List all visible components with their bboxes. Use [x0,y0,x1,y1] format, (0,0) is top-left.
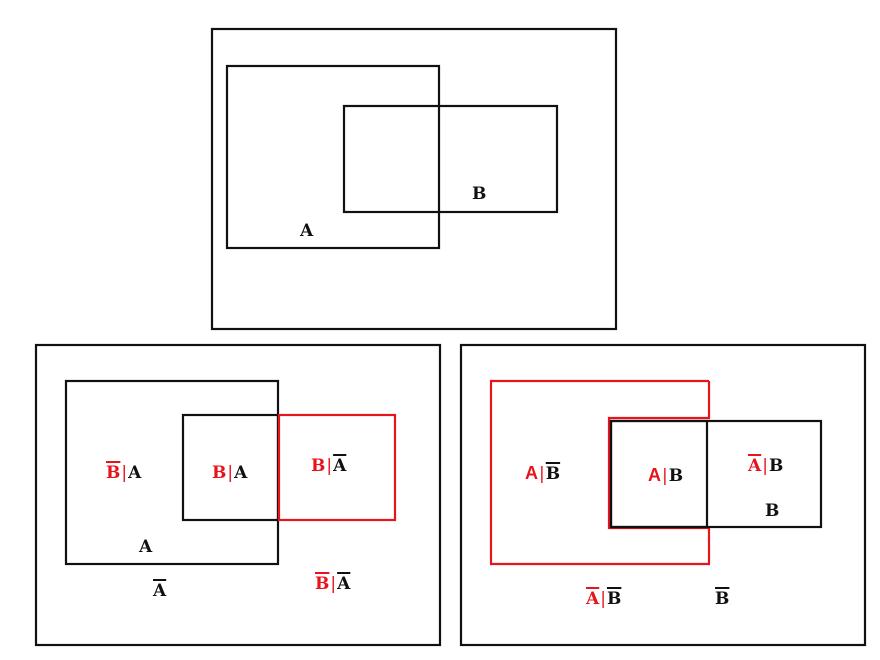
set-symbol: B [765,501,780,521]
set-symbol: A [748,456,762,476]
set-b [342,104,559,214]
given-bar: | [762,456,768,476]
set-b [609,419,823,529]
set-symbol: A [648,465,661,485]
label-not-b-given-a: B|A [106,463,141,483]
set-symbol: B [545,464,561,484]
set-b-intersection-black [609,419,709,529]
set-symbol: B [315,574,330,594]
set-a [225,64,441,250]
panel-frame-top [210,27,618,331]
set-symbol: A [128,463,142,483]
set-symbol: B [768,456,784,476]
label-not-b: B [715,589,729,609]
panel-frame-bottom-right [459,343,867,647]
set-symbol: B [311,456,326,476]
given-bar: | [539,464,545,484]
label-b-given-not-a: B|A [311,456,346,476]
given-bar: | [330,574,337,594]
label-a-given-not-b: A|B [525,463,560,484]
label-not-a: A [153,581,166,601]
set-symbol: B [106,463,121,483]
set-symbol: B [212,463,227,483]
label-a: A [300,221,313,241]
label-b-given-a: B|A [212,463,247,483]
given-bar: | [121,463,128,483]
set-symbol: A [153,581,167,601]
set-symbol: A [586,589,600,609]
set-symbol: B [606,589,622,609]
set-symbol: A [525,463,538,483]
label-b: B [472,184,486,204]
given-bar: | [662,466,668,486]
set-symbol: A [333,456,347,476]
set-symbol: B [715,589,730,609]
given-bar: | [600,589,606,609]
set-symbol: B [472,184,487,204]
set-symbol: A [234,463,248,483]
given-bar: | [326,456,333,476]
given-bar: | [227,463,234,483]
set-symbol: A [300,221,314,241]
set-symbol: B [668,466,684,486]
label-not-a-given-not-b: A|B [586,589,621,609]
label-a-given-b: A|B [648,465,683,486]
set-symbol: A [337,574,351,594]
label-b: B [765,501,779,521]
set-symbol: A [139,537,153,557]
label-not-a-given-b: A|B [748,456,783,476]
label-a: A [139,537,152,557]
panel-frame-bottom-left [34,343,442,647]
set-b-outside-a [277,413,397,522]
label-not-b-given-not-a: B|A [315,574,350,594]
